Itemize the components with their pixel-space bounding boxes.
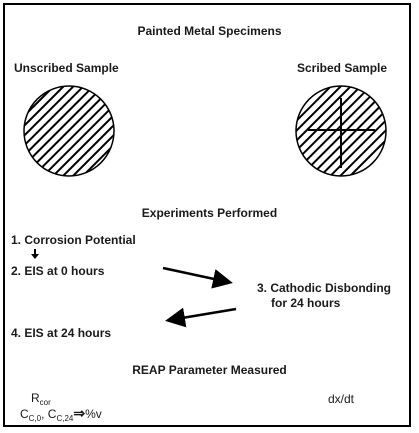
cc-subscript-1: C,0	[28, 414, 42, 423]
step-2-eis-0-hours: 2. EIS at 0 hours	[11, 264, 105, 278]
arrow-step2-to-step3	[162, 266, 233, 289]
down-arrow-icon	[31, 249, 39, 259]
step-3-duration: for 24 hours	[271, 296, 341, 310]
diagram-frame	[3, 3, 411, 427]
rcor-parameter: Rcor	[31, 391, 51, 410]
scribed-specimen	[295, 85, 387, 177]
rcor-base: R	[31, 391, 40, 405]
cc-base-1: C	[20, 407, 29, 421]
cc-base-2: C	[47, 407, 57, 421]
unscribed-specimen	[23, 85, 115, 177]
step-3-cathodic-disbonding: 3. Cathodic Disbonding	[257, 281, 391, 295]
diagram-title: Painted Metal Specimens	[137, 24, 282, 38]
water-uptake-percent: %v	[85, 407, 102, 421]
implies-arrow-icon: ⇒	[73, 405, 86, 421]
arrow-step3-to-step4	[165, 307, 237, 328]
cc-separator: ,	[41, 407, 48, 421]
unscribed-sample-label: Unscribed Sample	[14, 61, 119, 75]
step-1-corrosion-potential: 1. Corrosion Potential	[11, 233, 136, 247]
experiments-heading: Experiments Performed	[141, 206, 278, 220]
scribed-sample-label: Scribed Sample	[297, 61, 388, 75]
rcor-subscript: cor	[39, 398, 51, 407]
step-4-eis-24-hours: 4. EIS at 24 hours	[11, 326, 112, 340]
cc-subscript-2: C,24	[56, 414, 74, 423]
dxdt-parameter: dx/dt	[328, 392, 355, 406]
coating-capacitance-parameter: CC,0, CC,24⇒%v	[20, 406, 102, 426]
reap-heading: REAP Parameter Measured	[132, 363, 287, 377]
